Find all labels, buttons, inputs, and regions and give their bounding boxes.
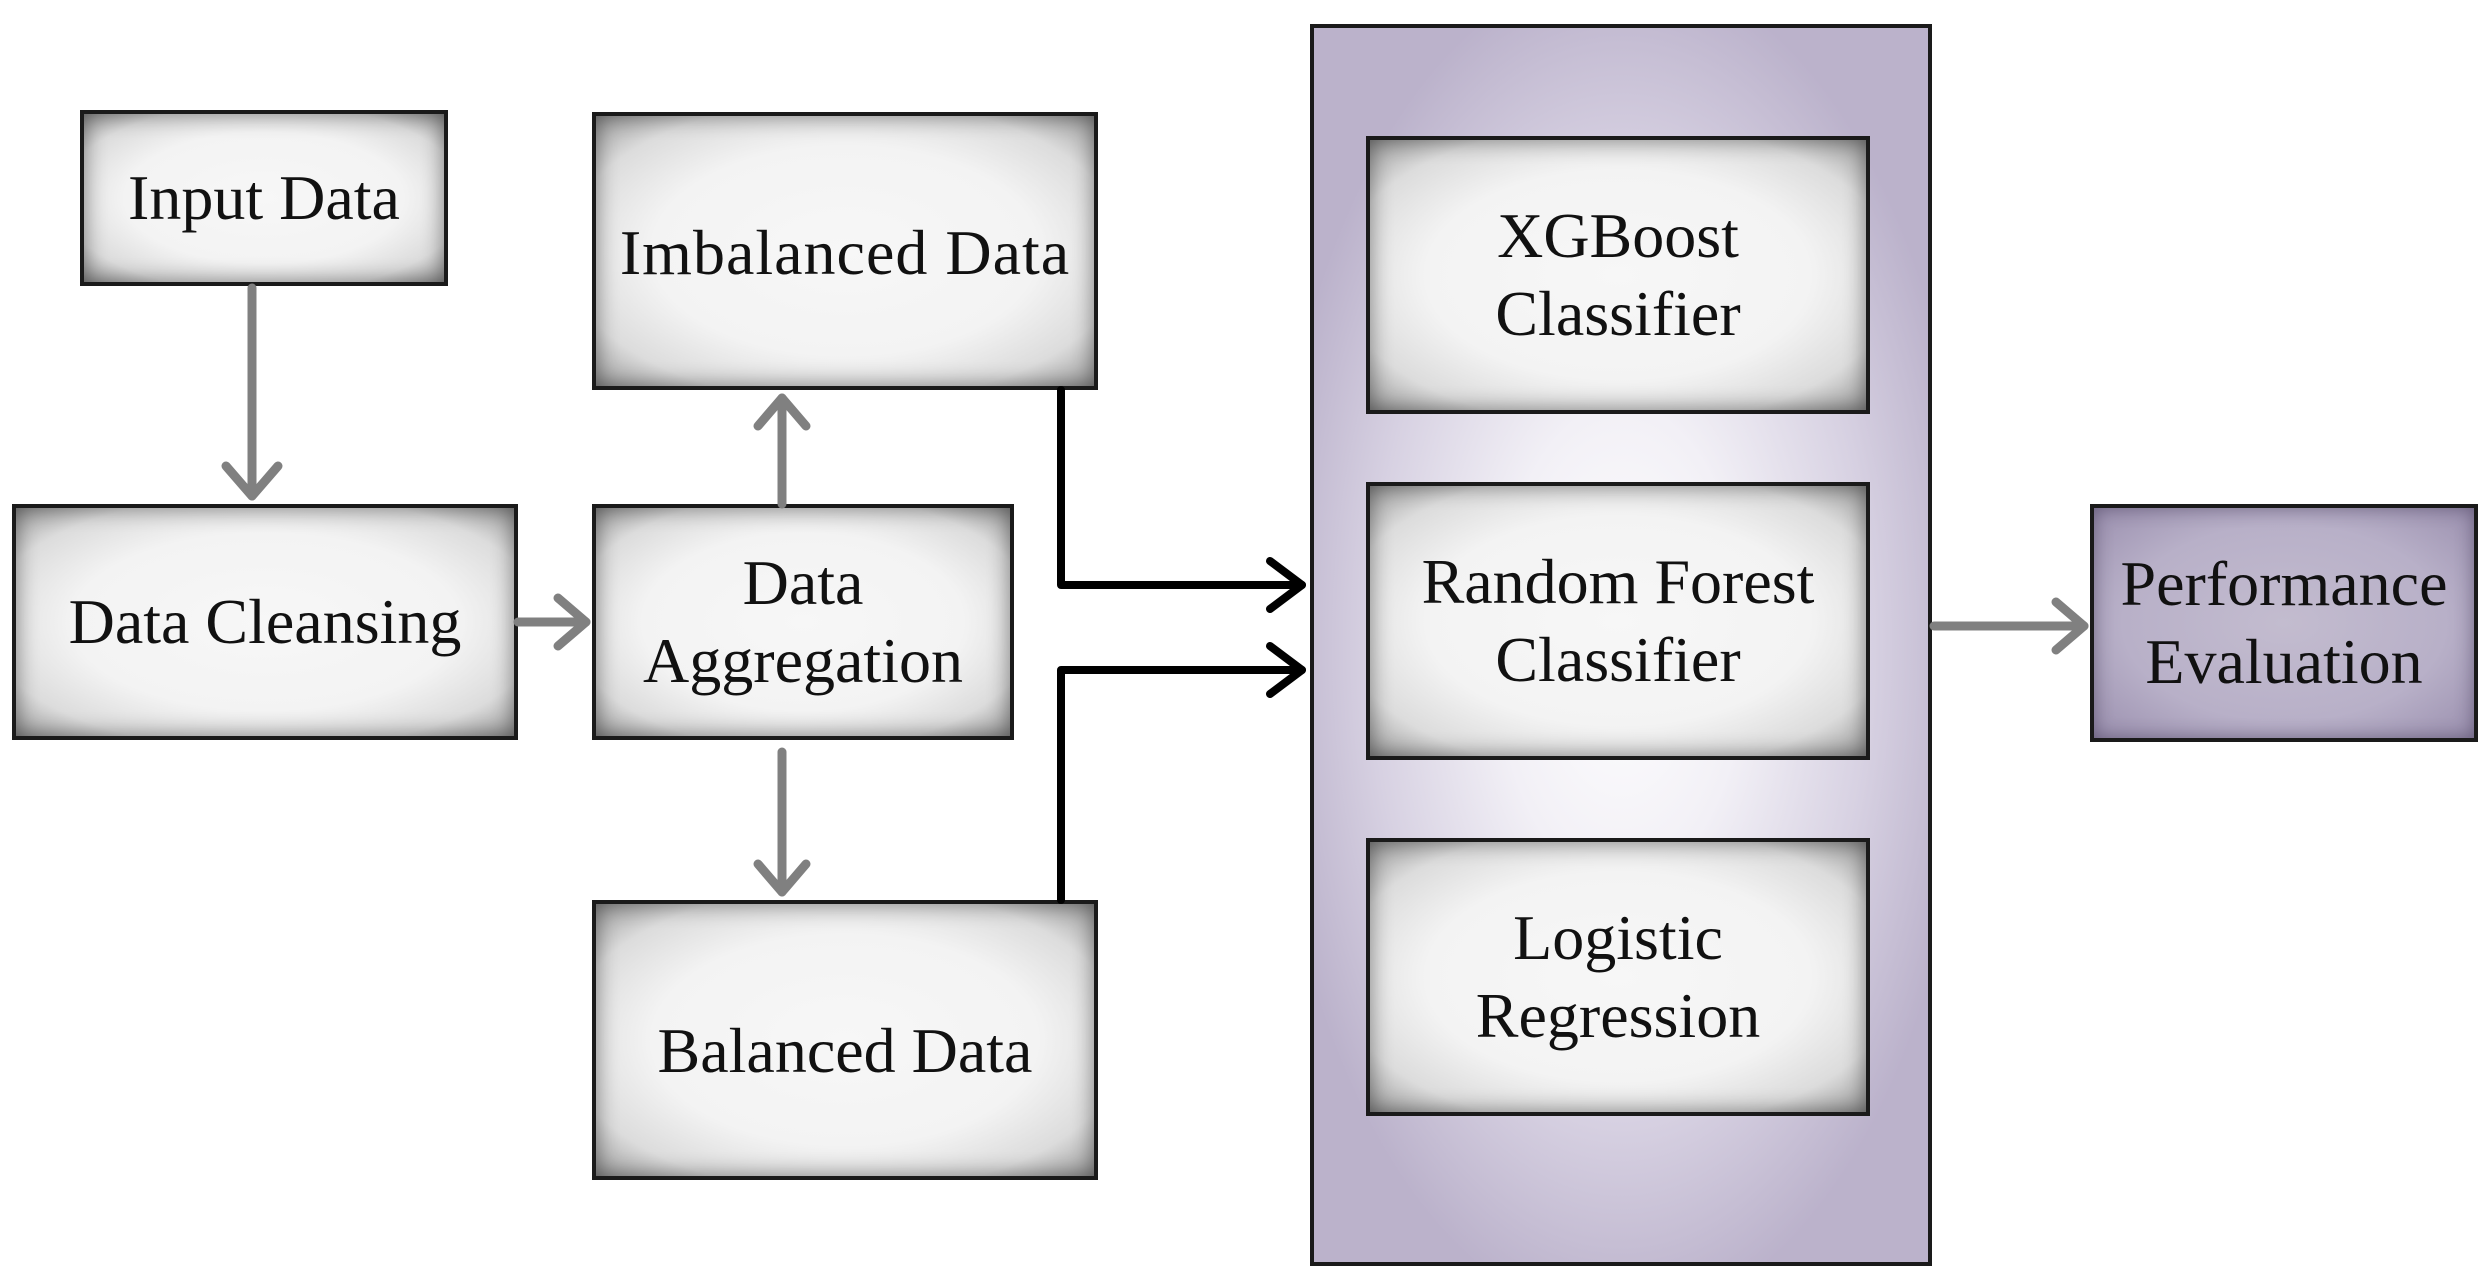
balanced-data-label: Balanced Data (657, 1015, 1033, 1086)
performance-label-line1: Performance (2120, 547, 2448, 619)
arrow-cleansing-to-aggregation (513, 593, 591, 651)
balanced-data-node: Balanced Data (592, 900, 1098, 1180)
data-cleansing-label: Data Cleansing (68, 585, 462, 657)
data-aggregation-node: Data Aggregation (592, 504, 1014, 740)
arrow-aggregation-to-imbalanced (753, 393, 811, 509)
xgboost-label-line2: Classifier (1495, 278, 1741, 349)
logistic-label-line2: Regression (1475, 980, 1761, 1051)
arrow-input-to-cleansing (221, 283, 283, 501)
arrow-balanced-to-classifiers (1057, 642, 1306, 904)
performance-label-line2: Evaluation (2145, 626, 2423, 697)
logistic-label-line1: Logistic (1513, 901, 1723, 973)
random-forest-classifier-node: Random Forest Classifier (1366, 482, 1870, 760)
arrow-imbalanced-to-classifiers (1057, 386, 1306, 613)
arrow-aggregation-to-balanced (753, 747, 811, 897)
input-data-label: Input Data (128, 161, 400, 233)
data-aggregation-label-line2: Aggregation (643, 625, 963, 696)
arrow-classifiers-to-performance (1929, 597, 2089, 655)
data-aggregation-label-line1: Data (742, 546, 864, 618)
random-forest-label-line1: Random Forest (1421, 545, 1815, 617)
imbalanced-data-label: Imbalanced Data (619, 217, 1071, 288)
xgboost-classifier-node: XGBoost Classifier (1366, 136, 1870, 414)
xgboost-label-line1: XGBoost (1497, 199, 1739, 271)
input-data-node: Input Data (80, 110, 448, 286)
data-cleansing-node: Data Cleansing (12, 504, 518, 740)
performance-evaluation-node: Performance Evaluation (2090, 504, 2478, 742)
logistic-regression-node: Logistic Regression (1366, 838, 1870, 1116)
imbalanced-data-node: Imbalanced Data (592, 112, 1098, 390)
random-forest-label-line2: Classifier (1495, 624, 1741, 695)
